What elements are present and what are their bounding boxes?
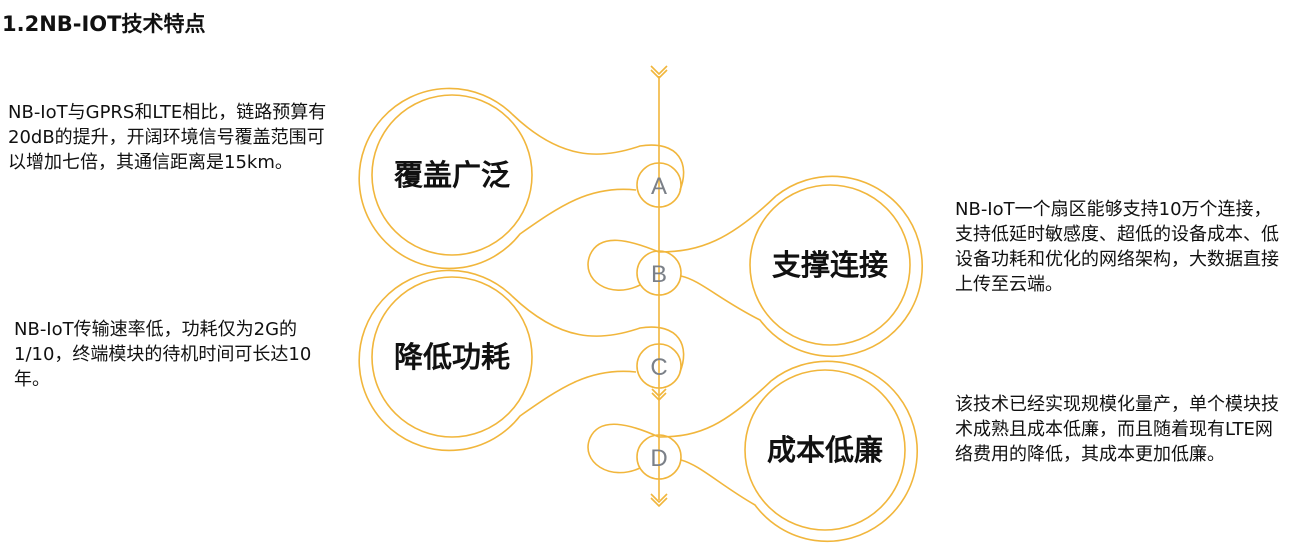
feature-node-d [587, 360, 919, 543]
feature-desc-c: NB-IoT传输速率低，功耗仅为2G的1/10，终端模块的待机时间可长达10年。 [14, 319, 312, 390]
letter-d: D [650, 445, 667, 472]
letter-badge-b [636, 250, 682, 296]
feature-label-c: 降低功耗 [394, 340, 510, 374]
feature-label-a: 覆盖广泛 [394, 158, 510, 192]
chevron-down-icon [650, 65, 668, 80]
letter-c: C [650, 354, 667, 381]
letter-badge-a [636, 162, 682, 208]
letter-badge-c [636, 343, 682, 389]
letter-b: B [651, 261, 667, 288]
feature-node-b [587, 175, 924, 358]
feature-node-c [358, 269, 685, 452]
feature-desc-b: NB-IoT一个扇区能够支持10万个连接，支持低延时敏感度、超低的设备成本、低设… [955, 199, 1279, 295]
feature-node-a [358, 87, 685, 270]
feature-label-b: 支撑连接 [772, 248, 888, 282]
feature-label-d: 成本低廉 [767, 433, 883, 467]
letter-badge-d [636, 434, 682, 480]
chevron-down-icon [651, 388, 667, 402]
chevron-down-icon [650, 493, 668, 508]
feature-desc-a: NB-IoT与GPRS和LTE相比，链路预算有20dB的提升，开阔环境信号覆盖范… [8, 102, 327, 173]
letter-a: A [651, 173, 667, 200]
feature-desc-d: 该技术已经实现规模化量产，单个模块技术成熟且成本低廉，而且随着现有LTE网络费用… [955, 394, 1279, 465]
slide-title: 1.2NB-IOT技术特点 [2, 12, 206, 36]
